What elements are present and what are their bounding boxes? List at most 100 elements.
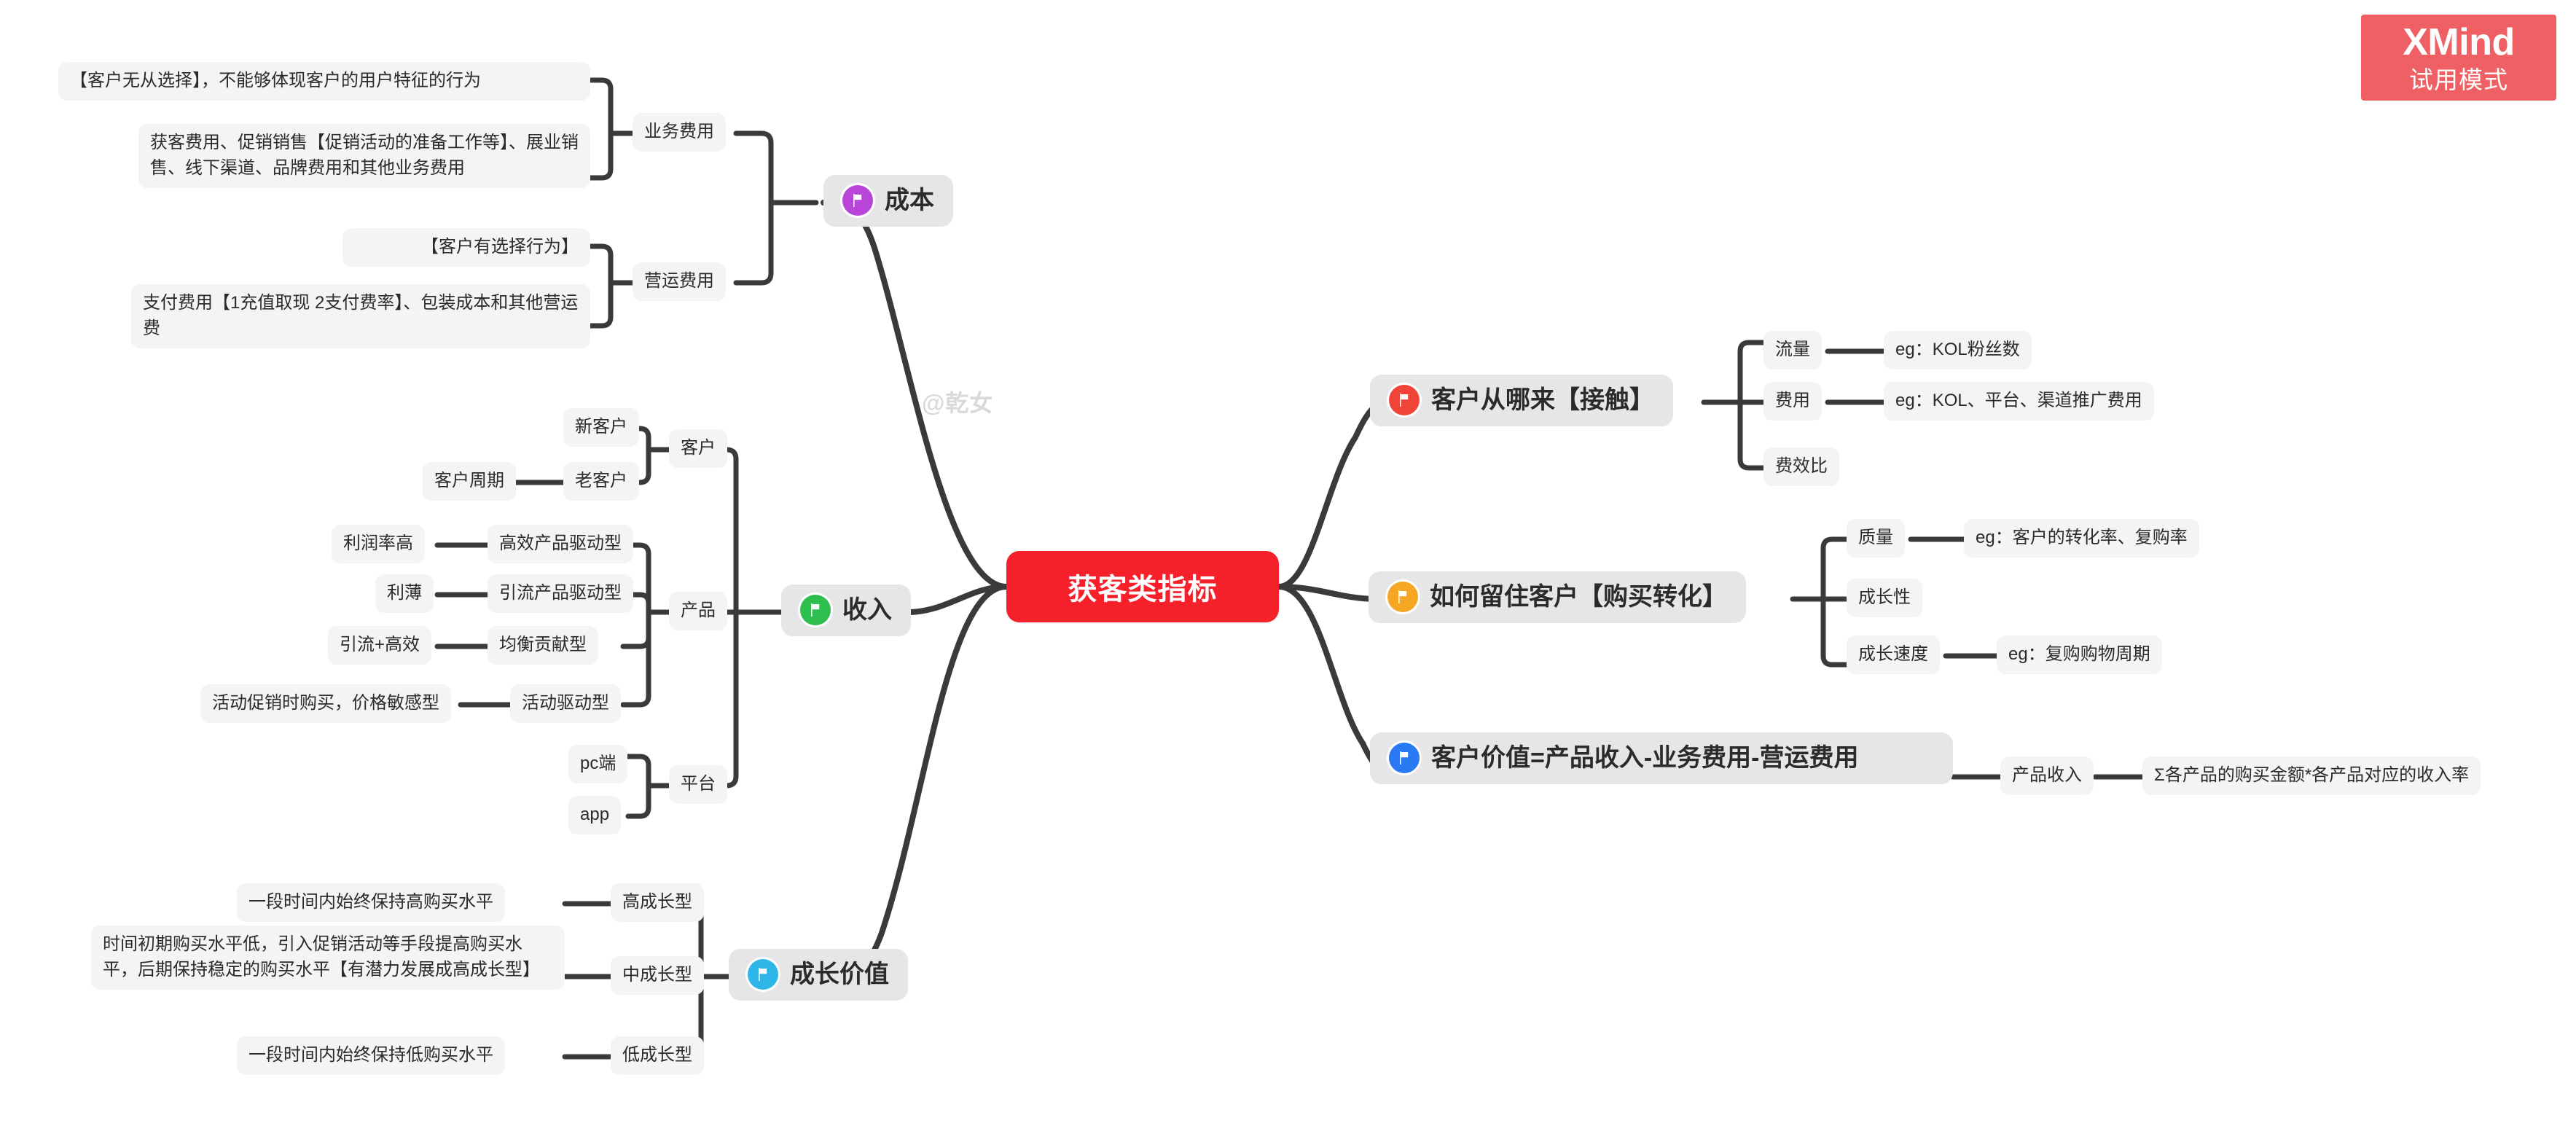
acquire-cost[interactable]: 费用 — [1763, 382, 1822, 421]
revenue-child-customer[interactable]: 客户 — [669, 429, 727, 468]
flag-icon — [1389, 743, 1420, 774]
acquire-traffic[interactable]: 流量 — [1763, 331, 1822, 369]
acquire-cost-efficiency-ratio[interactable]: 费效比 — [1763, 447, 1839, 486]
node-label: 引流+高效 — [340, 635, 420, 654]
branch-retain-label: 如何留住客户【购买转化】 — [1430, 583, 1727, 611]
node-label: 成长速度 — [1858, 644, 1928, 664]
xmind-badge-title: XMind — [2403, 21, 2515, 63]
platform-pc[interactable]: pc端 — [568, 745, 628, 783]
node-label: 平台 — [681, 774, 716, 794]
node-label: eg：KOL粉丝数 — [1895, 340, 2020, 359]
node-label: 【客户有选择行为】 — [421, 237, 579, 257]
growth-mid[interactable]: 中成长型 — [611, 956, 704, 995]
node-label: 流量 — [1775, 340, 1810, 359]
node-label: 费效比 — [1775, 456, 1828, 476]
node-label: 高效产品驱动型 — [499, 533, 622, 553]
flag-icon — [1389, 385, 1420, 416]
node-label: 营运费用 — [644, 271, 714, 291]
node-label: eg：复购购物周期 — [2008, 644, 2150, 664]
node-label: 中成长型 — [622, 965, 692, 985]
product-campaign-driven-note[interactable]: 活动促销时购买，价格敏感型 — [200, 684, 451, 723]
node-label: 老客户 — [575, 471, 627, 490]
growth-low-note[interactable]: 一段时间内始终保持低购买水平 — [237, 1036, 505, 1075]
node-label: eg：KOL、平台、渠道推广费用 — [1895, 391, 2142, 410]
business-fee-leaf-2[interactable]: 获客费用、促销销售【促销活动的准备工作等】、展业销售、线下渠道、品牌费用和其他业… — [138, 124, 590, 188]
node-label: 均衡贡献型 — [499, 635, 587, 654]
node-label: 获客费用、促销销售【促销活动的准备工作等】、展业销售、线下渠道、品牌费用和其他业… — [150, 133, 579, 178]
node-label: 业务费用 — [644, 122, 714, 141]
node-label: 利润率高 — [343, 533, 413, 553]
cost-child-business-fee[interactable]: 业务费用 — [633, 113, 726, 152]
business-fee-leaf-1[interactable]: 【客户无从选择】，不能够体现客户的用户特征的行为 — [58, 62, 590, 101]
xmind-badge-subtitle: 试用模式 — [2409, 66, 2508, 93]
growth-high[interactable]: 高成长型 — [611, 883, 704, 922]
operating-fee-leaf-2[interactable]: 支付费用【1充值取现 2支付费率】、包装成本和其他营运费 — [131, 284, 590, 348]
watermark: @乾女 — [922, 390, 994, 416]
node-label: app — [580, 805, 610, 824]
platform-app[interactable]: app — [568, 796, 622, 834]
node-label: 产品 — [681, 601, 716, 620]
revenue-child-platform[interactable]: 平台 — [669, 765, 727, 804]
operating-fee-leaf-1[interactable]: 【客户有选择行为】 — [342, 228, 590, 267]
flag-icon — [748, 959, 778, 990]
branch-growth-label: 成长价值 — [790, 961, 889, 988]
node-label: Σ各产品的购买金额*各产品对应的收入率 — [2154, 765, 2470, 785]
acquire-traffic-eg[interactable]: eg：KOL粉丝数 — [1884, 331, 2032, 369]
product-high-efficiency-note[interactable]: 利润率高 — [332, 525, 425, 563]
customer-old[interactable]: 老客户 — [563, 462, 639, 501]
growth-low[interactable]: 低成长型 — [611, 1036, 704, 1075]
node-label: 产品收入 — [2012, 765, 2082, 785]
revenue-child-product[interactable]: 产品 — [669, 592, 727, 630]
node-label: 【客户无从选择】，不能够体现客户的用户特征的行为 — [70, 71, 481, 90]
retain-growth-potential[interactable]: 成长性 — [1847, 579, 1922, 617]
node-label: 客户 — [681, 438, 716, 458]
retain-quality[interactable]: 质量 — [1847, 519, 1905, 558]
branch-cost[interactable]: 成本 — [823, 175, 953, 227]
branch-revenue[interactable]: 收入 — [781, 584, 911, 636]
customer-new[interactable]: 新客户 — [563, 408, 639, 447]
root-label: 获客类指标 — [1068, 574, 1218, 606]
node-label: 质量 — [1858, 528, 1893, 547]
value-product-revenue[interactable]: 产品收入 — [2000, 756, 2094, 795]
value-product-revenue-formula[interactable]: Σ各产品的购买金额*各产品对应的收入率 — [2142, 756, 2481, 795]
cost-child-operating-fee[interactable]: 营运费用 — [633, 262, 726, 301]
flag-icon — [1387, 582, 1418, 613]
root-node[interactable]: 获客类指标 — [1006, 551, 1279, 622]
acquire-cost-eg[interactable]: eg：KOL、平台、渠道推广费用 — [1884, 382, 2154, 421]
node-label: pc端 — [580, 754, 616, 773]
flag-icon — [842, 185, 873, 216]
retain-growth-speed[interactable]: 成长速度 — [1847, 635, 1940, 674]
branch-customer-value[interactable]: 客户价值=产品收入-业务费用-营运费用 — [1370, 732, 1953, 784]
node-label: 支付费用【1充值取现 2支付费率】、包装成本和其他营运费 — [143, 293, 579, 338]
retain-quality-eg[interactable]: eg：客户的转化率、复购率 — [1964, 519, 2199, 558]
product-campaign-driven[interactable]: 活动驱动型 — [510, 684, 621, 723]
branch-growth[interactable]: 成长价值 — [729, 949, 908, 1001]
node-label: 利薄 — [387, 583, 422, 603]
customer-lifecycle[interactable]: 客户周期 — [423, 462, 516, 501]
branch-customer-value-label: 客户价值=产品收入-业务费用-营运费用 — [1431, 744, 1859, 772]
product-high-efficiency[interactable]: 高效产品驱动型 — [488, 525, 633, 563]
node-label: 时间初期购买水平低，引入促销活动等手段提高购买水平，后期保持稳定的购买水平【有潜… — [103, 934, 540, 979]
branch-acquire[interactable]: 客户从哪来【接触】 — [1370, 375, 1673, 426]
xmind-trial-badge: XMind 试用模式 — [2361, 15, 2556, 101]
node-label: 活动驱动型 — [522, 693, 609, 713]
node-label: 一段时间内始终保持高购买水平 — [248, 892, 493, 912]
node-label: 一段时间内始终保持低购买水平 — [248, 1045, 493, 1065]
branch-acquire-label: 客户从哪来【接触】 — [1431, 386, 1654, 414]
node-label: 引流产品驱动型 — [499, 583, 622, 603]
branch-revenue-label: 收入 — [842, 596, 892, 624]
branch-cost-label: 成本 — [885, 187, 934, 214]
node-label: 高成长型 — [622, 892, 692, 912]
branch-retain[interactable]: 如何留住客户【购买转化】 — [1369, 571, 1746, 623]
node-label: 成长性 — [1858, 587, 1911, 607]
growth-high-note[interactable]: 一段时间内始终保持高购买水平 — [237, 883, 505, 922]
product-traffic-driven[interactable]: 引流产品驱动型 — [488, 574, 633, 613]
node-label: 活动促销时购买，价格敏感型 — [212, 693, 439, 713]
growth-mid-note[interactable]: 时间初期购买水平低，引入促销活动等手段提高购买水平，后期保持稳定的购买水平【有潜… — [91, 926, 565, 990]
product-traffic-driven-note[interactable]: 利薄 — [375, 574, 434, 613]
retain-growth-speed-eg[interactable]: eg：复购购物周期 — [1997, 635, 2162, 674]
product-balanced-note[interactable]: 引流+高效 — [328, 626, 432, 665]
product-balanced[interactable]: 均衡贡献型 — [488, 626, 598, 665]
node-label: eg：客户的转化率、复购率 — [1976, 528, 2188, 547]
